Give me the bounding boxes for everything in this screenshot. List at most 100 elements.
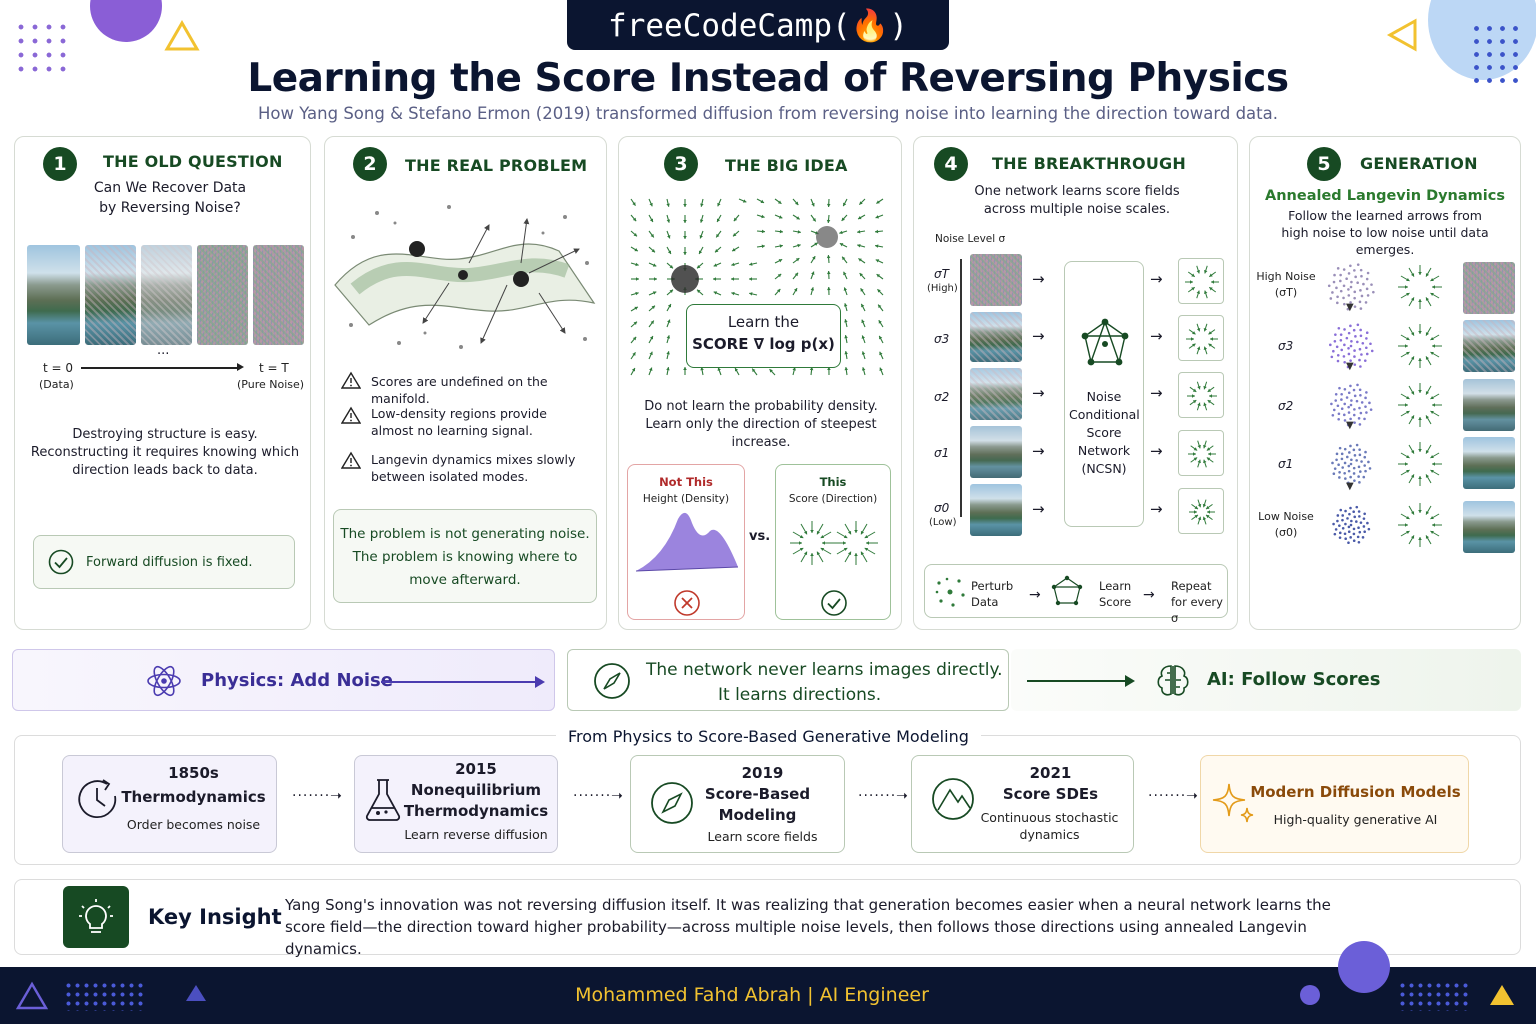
mountain-path-icon xyxy=(932,778,974,820)
noise-image xyxy=(253,245,304,345)
network-icon xyxy=(1051,575,1083,606)
warning-icon xyxy=(341,406,361,424)
brain-icon xyxy=(1157,665,1189,696)
triangle-icon xyxy=(164,20,200,51)
footer-author: Mohammed Fahd Abrah | AI Engineer xyxy=(575,984,929,1006)
card-body: Follow the learned arrows from high nois… xyxy=(1281,208,1489,257)
landscape-image xyxy=(1463,437,1515,489)
timeline-sub: Continuous stochastic dynamics xyxy=(980,810,1119,842)
arrow-icon: → xyxy=(1029,587,1041,603)
noise-image xyxy=(1463,262,1515,314)
timeline-title: Score-Based Modeling xyxy=(704,785,811,824)
arrowhead xyxy=(1125,675,1135,687)
timeline-item: 2021 Score SDEs Continuous stochastic dy… xyxy=(911,755,1134,853)
arrowhead xyxy=(237,363,244,371)
compass-icon xyxy=(651,782,693,824)
banner-center-line1: The network never learns images directly… xyxy=(646,660,1003,680)
score-field-icon xyxy=(1398,503,1442,547)
callout-line2: The problem is knowing where to move aft… xyxy=(352,549,578,588)
time-end-sub: (Pure Noise) xyxy=(237,378,305,391)
warning-text: Scores are undefined on the manifold. xyxy=(371,374,548,406)
footer-circle-large xyxy=(1338,941,1390,993)
score-label-box: Learn the SCORE ∇ log p(x) xyxy=(686,304,841,368)
scatter-dots-icon xyxy=(935,577,965,607)
level-label: Low Noise (σ0) xyxy=(1258,510,1314,539)
card-heading: THE OLD QUESTION xyxy=(103,152,283,171)
dotted-arrow: ·······➝ xyxy=(1148,788,1199,804)
corner-dot-grid-right xyxy=(1470,22,1526,86)
particle-cloud-icon xyxy=(1329,323,1374,369)
key-insight-label: Key Insight xyxy=(148,905,282,929)
vs-label: vs. xyxy=(749,529,771,544)
noisy-image xyxy=(970,312,1022,362)
card-body: Destroying structure is easy. Reconstruc… xyxy=(30,427,300,478)
noise-image xyxy=(970,254,1022,306)
landscape-image xyxy=(1463,501,1515,553)
landscape-image xyxy=(1463,379,1515,431)
banner-physics: Physics: Add Noise xyxy=(12,649,555,711)
level-low: (Low) xyxy=(929,517,957,528)
footer-dot-grid xyxy=(1398,981,1472,1011)
step-label: Learn Score xyxy=(1099,579,1132,609)
arrow-icon: → xyxy=(1032,270,1045,288)
arrow-icon: → xyxy=(1032,500,1045,518)
landscape-image xyxy=(970,484,1022,536)
level-label: High Noise (σT) xyxy=(1256,270,1316,299)
check-circle-icon xyxy=(821,590,847,616)
particle-cloud-icon xyxy=(1331,443,1372,485)
flask-icon xyxy=(365,779,401,821)
warning-icon xyxy=(341,371,361,389)
warning-text: Low-density regions provide almost no le… xyxy=(371,406,547,438)
timeline-item: 2015 Nonequilibrium Thermodynamics Learn… xyxy=(354,755,558,853)
arrow-icon: → xyxy=(1150,270,1163,288)
triangle-icon xyxy=(1490,985,1514,1005)
warning-icon xyxy=(341,451,361,469)
manifold-illustration xyxy=(334,205,596,349)
corner-circle-left xyxy=(90,0,162,42)
card-old-question: 1 THE OLD QUESTION Can We Recover Data b… xyxy=(14,136,311,630)
particle-cloud-icon xyxy=(1332,505,1371,545)
footer-bar: Mohammed Fahd Abrah | AI Engineer xyxy=(0,941,1536,1024)
down-arrow-icon: ▼ xyxy=(1346,302,1354,313)
step-number-badge: 2 xyxy=(353,147,387,181)
compass-icon xyxy=(594,663,630,699)
arrow-icon: → xyxy=(1150,442,1163,460)
score-field-icon xyxy=(1398,383,1442,427)
level-label: σ3 xyxy=(934,332,950,346)
noisy-image xyxy=(1463,320,1515,372)
atom-icon xyxy=(147,665,181,697)
down-arrow-icon: ▼ xyxy=(1346,481,1354,492)
page-title: Learning the Score Instead of Reversing … xyxy=(247,56,1289,101)
banner-center: The network never learns images directly… xyxy=(567,649,1009,711)
level-label: σT xyxy=(934,267,949,281)
arrowhead xyxy=(535,676,545,688)
cross-circle-icon xyxy=(674,590,700,616)
noise-axis xyxy=(960,259,962,517)
page-subtitle: How Yang Song & Stefano Ermon (2019) tra… xyxy=(257,104,1278,123)
timeline-sub: Learn reverse diffusion xyxy=(404,827,548,842)
score-arrows-illustration xyxy=(790,521,878,565)
card-question-line2: by Reversing Noise? xyxy=(99,200,241,216)
arrow-icon: → xyxy=(1150,327,1163,345)
time-arrow xyxy=(81,367,239,369)
level-high: (High) xyxy=(927,283,958,294)
level-label: σ0 xyxy=(934,501,950,515)
level-label: σ2 xyxy=(934,390,950,404)
triangle-icon xyxy=(16,981,48,1010)
warning-text: Langevin dynamics mixes slowly between i… xyxy=(371,452,576,484)
card-real-problem: 2 THE REAL PROBLEM Scores are undefined … xyxy=(324,136,607,630)
score-field-illustration xyxy=(630,198,884,376)
network-label: Noise Conditional Score Network (NCSN) xyxy=(1069,389,1140,476)
landscape-image xyxy=(27,245,80,345)
card-big-idea: 3 THE BIG IDEA Learn the SCORE ∇ log p(x… xyxy=(618,136,902,630)
noisy-image xyxy=(141,245,192,345)
triangle-icon xyxy=(1386,18,1417,52)
not-this-panel: Not This Height (Density) xyxy=(627,464,745,620)
badge-text: Forward diffusion is fixed. xyxy=(86,554,253,570)
score-field-icon xyxy=(1178,315,1224,361)
card-heading: THE REAL PROBLEM xyxy=(405,156,588,175)
this-sub: Score (Direction) xyxy=(788,493,878,505)
timeline-title: Thermodynamics xyxy=(121,788,266,806)
timeline-sub: Learn score fields xyxy=(707,829,818,844)
score-field-icon xyxy=(1398,324,1442,368)
